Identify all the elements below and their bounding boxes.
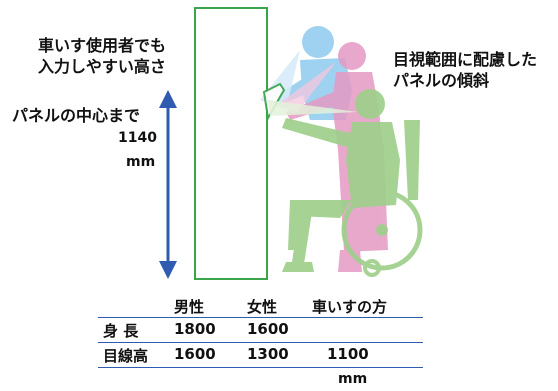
height-arrow [159,90,177,279]
wheelchair-user-figure [262,82,423,277]
center-height-label: パネルの中心まで [12,106,141,125]
table-line-bottom [98,367,423,368]
kiosk-panel [194,7,268,280]
table-unit: mm [338,371,368,387]
table-line-middle [98,342,423,343]
center-height-unit: mm [126,154,156,170]
panel-tilt-label: 目視範囲に配慮した パネルの傾斜 [393,49,537,91]
easy-input-line-2: 入力しやすい高さ [38,57,166,76]
center-height-value: 1140 [118,130,157,146]
header-male: 男性 [174,298,205,316]
easy-input-label: 車いす使用者でも 入力しやすい高さ [38,35,166,77]
row-eye-male: 1600 [174,345,216,363]
panel-tilt-line-2: パネルの傾斜 [393,71,490,90]
table-line-top [98,317,423,318]
row-eye-label: 目線高 [103,347,149,365]
row-height-male: 1800 [174,320,216,338]
panel-tilt-line-1: 目視範囲に配慮した [393,50,538,69]
row-height-label: 身 長 [103,322,139,340]
row-eye-wheelchair: 1100 [327,345,369,363]
easy-input-line-1: 車いす使用者でも [38,36,167,55]
row-height-female: 1600 [247,320,289,338]
row-eye-female: 1300 [247,345,289,363]
header-wheelchair: 車いすの方 [312,298,388,316]
header-female: 女性 [247,298,278,316]
